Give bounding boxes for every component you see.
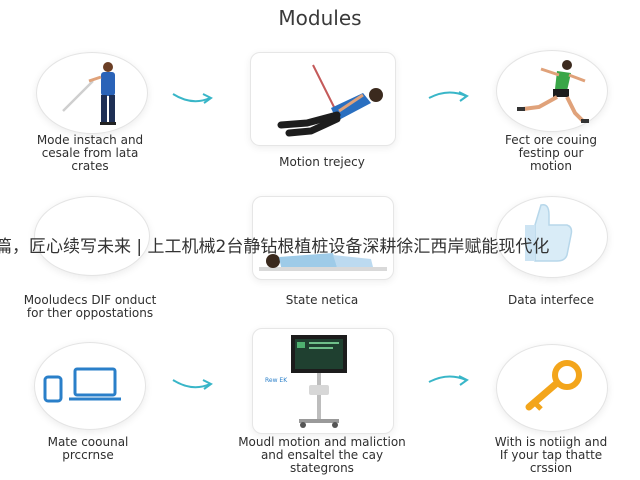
module-panel-9 xyxy=(496,344,608,432)
module-panel-8: Rew EK xyxy=(252,328,394,434)
arrow-right-icon xyxy=(172,379,213,390)
module-panel-5 xyxy=(252,196,394,280)
key-icon xyxy=(525,360,582,411)
module-panel-3 xyxy=(496,50,608,132)
arrow-right-icon xyxy=(172,93,213,104)
page-title: Modules xyxy=(278,6,362,30)
module-panel-4 xyxy=(34,196,150,276)
module-caption-5: State netica xyxy=(285,293,359,307)
module-caption-2: Motion trejecy xyxy=(279,155,365,169)
module-caption-3: Fect ore couing festinp our motion xyxy=(504,133,598,173)
module-panel-6 xyxy=(496,196,608,278)
module-caption-6: Data interfece xyxy=(507,293,594,307)
banner-text: 新篇，匠心续写未来 | 上工机械2台静钻根植桩设备深耕徐汇西岸赋能现代化 xyxy=(0,236,550,257)
lying-person-icon xyxy=(259,253,387,271)
overlay-banner: 新篇，匠心续写未来 | 上工机械2台静钻根植桩设备深耕徐汇西岸赋能现代化 xyxy=(0,232,640,257)
monitor-stand-icon xyxy=(291,335,347,428)
module-panel-2 xyxy=(250,52,396,146)
monitor-label: Rew EK xyxy=(265,377,288,384)
person-with-cane-icon xyxy=(62,62,116,125)
leaning-person-with-rope-icon xyxy=(277,64,383,137)
module-panel-1 xyxy=(36,52,148,134)
arrow-right-icon xyxy=(428,91,469,102)
module-caption-8: Moudl motion and maliction and ensaltel … xyxy=(238,435,406,475)
module-caption-9: With is notiigh and If your tap thatte c… xyxy=(494,435,608,475)
module-caption-4: Mooludecs DIF onduct for ther oppostatio… xyxy=(23,293,157,320)
module-caption-1: Mode instach and cesale from lata crates xyxy=(36,133,144,173)
running-person-icon xyxy=(517,60,589,123)
arrow-right-icon xyxy=(428,375,469,386)
module-caption-7: Mate coounal prccrnse xyxy=(47,435,129,462)
module-panel-7 xyxy=(34,342,146,430)
devices-icon xyxy=(43,367,121,403)
thumbs-up-icon xyxy=(525,203,573,262)
